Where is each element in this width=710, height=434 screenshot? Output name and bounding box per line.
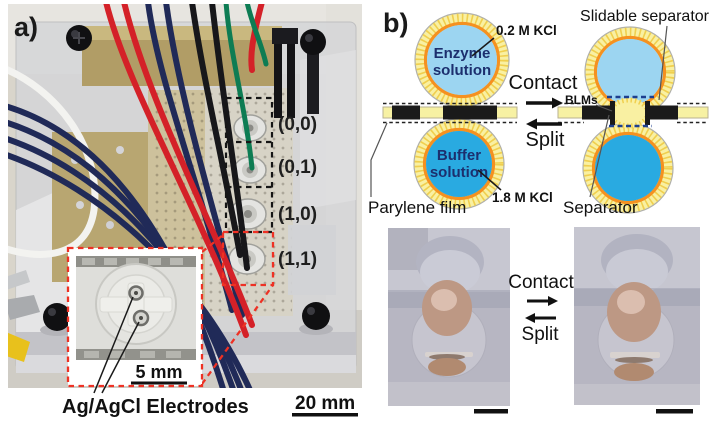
clips bbox=[8, 270, 40, 362]
enzyme-droplet: Enzyme solution bbox=[414, 12, 510, 108]
photo-contact-label: Contact bbox=[508, 272, 574, 293]
diagram-contact-state bbox=[557, 26, 709, 214]
inset-scale-bar bbox=[131, 381, 187, 385]
screw-icon bbox=[299, 302, 333, 335]
inset-connector-line bbox=[201, 284, 274, 385]
top-kcl-label: 0.2 M KCl bbox=[496, 23, 557, 38]
contact-label: Contact bbox=[509, 72, 578, 94]
screws bbox=[40, 25, 333, 336]
panel-b: b) Enzyme solution Buffer solution bbox=[368, 8, 710, 414]
parylene-film-left bbox=[382, 102, 518, 124]
photo-split-label: Split bbox=[522, 324, 560, 345]
slidable-separator-label: Slidable separator bbox=[580, 8, 710, 25]
pointer-line bbox=[658, 25, 668, 101]
separator-bar bbox=[443, 105, 497, 120]
svg-text:solution: solution bbox=[433, 62, 491, 79]
scale-bar-20mm bbox=[292, 413, 358, 417]
inset-scale-label: 5 mm bbox=[135, 362, 182, 382]
enzyme-solution-label: Enzyme bbox=[434, 45, 491, 62]
separator-label: Separator bbox=[563, 198, 638, 217]
well-label-01: (0,1) bbox=[278, 157, 317, 178]
pointer-line bbox=[93, 296, 134, 394]
slidable-separator-bar bbox=[649, 105, 678, 120]
contact-arrow-icon bbox=[527, 296, 558, 306]
photo-contact-state bbox=[574, 227, 700, 405]
contact-zone bbox=[607, 97, 651, 129]
screw-icon bbox=[40, 303, 74, 336]
pointer-line bbox=[101, 321, 140, 394]
panel-a: 5 mm a) (0,0) (0,1) (1,0) (1,1) Ag/AgCl … bbox=[8, 4, 362, 418]
photo-split-state bbox=[388, 228, 510, 406]
electrodes-label: Ag/AgCl Electrodes bbox=[62, 396, 249, 418]
well-array-outline bbox=[224, 96, 274, 234]
panel-b-label: b) bbox=[383, 8, 408, 38]
slidable-separator-bar bbox=[582, 105, 611, 120]
well bbox=[233, 156, 267, 184]
split-arrow-icon bbox=[525, 313, 556, 323]
pointer-line bbox=[471, 37, 495, 57]
split-label: Split bbox=[526, 129, 565, 151]
well-label-10: (1,0) bbox=[278, 204, 317, 225]
parylene-film-label: Parylene film bbox=[368, 198, 466, 217]
buffer-droplet: Buffer solution bbox=[413, 118, 505, 210]
bottom-kcl-label: 1.8 M KCl bbox=[492, 190, 553, 205]
pointer-line bbox=[370, 122, 388, 197]
yellow-clip bbox=[8, 332, 30, 362]
parylene-film-right bbox=[557, 101, 709, 125]
diagram-split-state: Enzyme solution Buffer solution bbox=[382, 12, 518, 210]
photo-scale-bar bbox=[474, 409, 508, 414]
split-arrow-icon bbox=[526, 118, 562, 130]
contact-arrow-icon bbox=[526, 97, 563, 109]
buffer-solution-label: Buffer bbox=[437, 147, 481, 164]
well-label-11: (1,1) bbox=[278, 249, 317, 270]
pointer-line bbox=[595, 104, 613, 112]
inset-magnified-well: 5 mm bbox=[66, 246, 204, 394]
inset-connector-line bbox=[201, 234, 224, 253]
scale-label-20mm: 20 mm bbox=[295, 393, 355, 414]
panel-a-label: a) bbox=[14, 12, 38, 42]
pointer-line bbox=[589, 114, 610, 198]
pointer-line bbox=[477, 169, 502, 191]
photo-scale-bar bbox=[656, 409, 693, 414]
separator-bar bbox=[392, 105, 420, 120]
screw-icon bbox=[66, 25, 92, 51]
svg-text:solution: solution bbox=[430, 164, 488, 181]
connector-pins bbox=[272, 28, 298, 118]
well-highlight-outline bbox=[221, 230, 275, 287]
screw-icon bbox=[300, 29, 326, 114]
well-label-00: (0,0) bbox=[278, 114, 317, 135]
blms-label: BLMs bbox=[565, 93, 598, 107]
